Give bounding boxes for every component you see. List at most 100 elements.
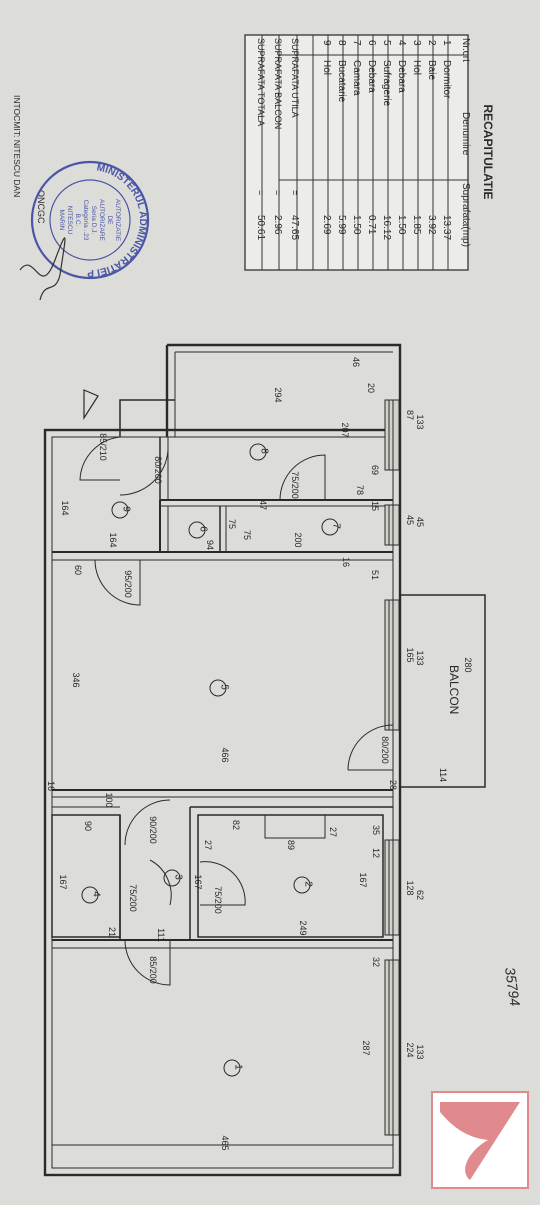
- recap-total-label: SUPRAFATA UTILA: [290, 38, 300, 118]
- dim-d207: 207: [340, 422, 350, 437]
- door-label-door4: 75/200: [128, 884, 138, 912]
- recap-row-nr: 9: [321, 40, 332, 46]
- author-label: INTOCMIT: NITESCU DAN: [12, 95, 22, 197]
- room-circle: [163, 869, 181, 887]
- recap-total-eq: =: [256, 190, 266, 195]
- recap-title: RECAPITULATIE: [481, 104, 495, 199]
- recap-row-name: Hol: [321, 60, 332, 75]
- signature-scribble: [19, 237, 66, 301]
- recap-row-nr: 4: [396, 40, 407, 46]
- recap-row-name: Dormitor: [441, 60, 452, 99]
- recap-header-nr: Nr.crt: [460, 38, 471, 62]
- dim-d465: 465: [220, 1135, 230, 1150]
- dim-d466: 466: [220, 747, 230, 762]
- recap-row-area: 1.85: [411, 215, 422, 235]
- recap-row-name: Sufragerie: [381, 60, 392, 107]
- room-number-6: 6: [198, 526, 209, 532]
- dim-d111: 111: [156, 928, 166, 942]
- balcony: BALCON: [399, 594, 486, 788]
- dim-d167a: 167: [58, 874, 68, 889]
- north-arrow-icon: [83, 389, 99, 421]
- room-number-7: 7: [331, 523, 342, 529]
- dim-d16a: 16: [341, 557, 351, 567]
- dim-d35: 35: [371, 825, 381, 835]
- recap-total-eq: =: [290, 190, 300, 195]
- dim-d94: 94: [205, 540, 215, 550]
- recap-row-area: 1.50: [396, 215, 407, 235]
- door-label-door9_top: 85/210: [98, 433, 108, 461]
- recap-row-area: 2.69: [321, 215, 332, 235]
- dim-d167c: 167: [358, 872, 368, 887]
- door-label-door_balcony: 80/200: [380, 736, 390, 764]
- room-number-2: 2: [303, 881, 314, 887]
- dim-d45a: 45: [405, 515, 415, 525]
- dim-d27b: 27: [203, 840, 213, 850]
- recap-row-nr: 1: [441, 40, 452, 46]
- dim-d133c: 133: [415, 1044, 425, 1059]
- recap-total-value: 2.96: [272, 215, 283, 235]
- dim-d200a: 200: [293, 532, 303, 547]
- stamp-line: NITESCU: [66, 206, 73, 235]
- room-circle: [81, 886, 99, 904]
- dim-d12: 12: [371, 848, 381, 858]
- door-labels: 85/21080/20075/20095/20080/20090/20075/2…: [98, 433, 390, 984]
- recap-row-name: Camara: [351, 60, 362, 96]
- brand-logo: [431, 1091, 529, 1189]
- balcony-label: BALCON: [447, 665, 461, 714]
- author-block: INTOCMIT: NITESCU DAN ONCGC: [12, 95, 46, 224]
- dim-d20: 20: [366, 383, 376, 393]
- dim-d60: 60: [73, 565, 83, 575]
- dim-d249: 249: [298, 920, 308, 935]
- handwritten-number: 35794: [502, 966, 523, 1007]
- recap-total-value: 50.61: [255, 215, 266, 240]
- dim-d346: 346: [71, 672, 81, 687]
- stamp-line: DE: [106, 215, 113, 225]
- room-number-1: 1: [233, 1064, 244, 1070]
- room-number-3: 3: [173, 874, 184, 880]
- recap-row-nr: 5: [381, 40, 392, 46]
- recap-row-name: Bucatarie: [336, 60, 347, 103]
- door-label-door1: 85/200: [148, 956, 158, 984]
- dim-d133a: 133: [415, 414, 425, 429]
- dim-d287: 287: [361, 1040, 371, 1055]
- recap-total-label: SUPRAFATA BALCON: [273, 38, 283, 129]
- stamp-line: AUTORIZATIE: [114, 199, 121, 242]
- door-label-door2: 75/200: [213, 886, 223, 914]
- official-stamp: MINISTERUL ADMINISTRATIEI PUBLICE AUTORI…: [30, 160, 150, 280]
- dim-d78: 78: [355, 485, 365, 495]
- recap-row-name: Debara: [396, 60, 407, 93]
- recap-row-area: 13.37: [441, 215, 452, 240]
- recap-row-name: Baie: [426, 60, 437, 80]
- dim-d164b: 164: [108, 532, 118, 547]
- dim-d280: 280: [463, 657, 473, 672]
- recap-row-nr: 3: [411, 40, 422, 46]
- recap-row-area: 0.71: [366, 215, 377, 235]
- floor-plan: [43, 343, 402, 1177]
- dim-d224: 224: [405, 1042, 415, 1057]
- room-circle: [188, 521, 206, 539]
- author-org: ONCGC: [36, 190, 46, 224]
- room-number-4: 4: [91, 891, 102, 897]
- door-label-door3: 90/200: [148, 816, 158, 844]
- dim-d32: 32: [371, 957, 381, 967]
- dim-d133b: 133: [415, 650, 425, 665]
- recap-total-label: SUPRAFATA TOTALA: [256, 38, 266, 126]
- dim-d82: 82: [231, 820, 241, 830]
- room-circle: [249, 443, 267, 461]
- recap-header-name: Denumire: [460, 112, 471, 156]
- room-circle: [111, 501, 129, 519]
- dim-d128: 128: [405, 880, 415, 895]
- dim-d90: 90: [83, 821, 93, 831]
- stamp-line: Categoria ..23: [82, 200, 89, 241]
- door-swings: [79, 436, 394, 986]
- dim-d87: 87: [405, 410, 415, 420]
- room-number-9: 9: [121, 506, 132, 512]
- dim-d47: 47: [258, 500, 268, 510]
- recap-row-area: 3.92: [426, 215, 437, 235]
- dim-d51: 51: [370, 570, 380, 580]
- dim-d114: 114: [438, 768, 448, 782]
- door-label-door8: 80/200: [153, 456, 163, 484]
- dim-d294: 294: [273, 387, 283, 402]
